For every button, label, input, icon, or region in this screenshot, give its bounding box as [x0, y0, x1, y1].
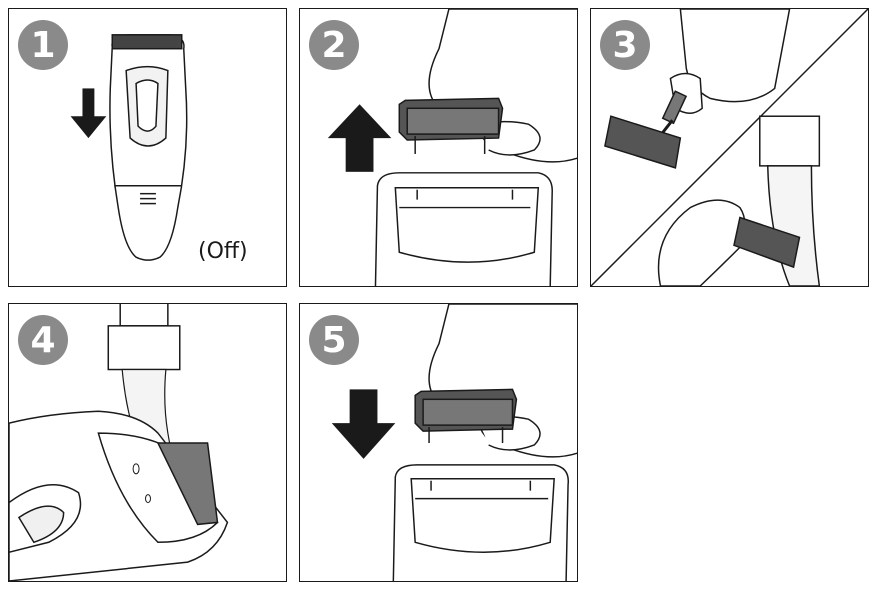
step-number-badge: 2 — [309, 20, 359, 70]
cutting-head-bottom — [733, 216, 801, 269]
brush-hand-top — [669, 9, 791, 114]
step-5-panel: 5 — [299, 303, 578, 582]
shaver-body — [392, 464, 570, 581]
step-number-badge: 1 — [18, 20, 68, 70]
replace-head-illustration — [331, 304, 577, 581]
step-3-panel: 3 — [590, 8, 869, 287]
water-drops — [132, 463, 151, 504]
down-arrow-icon — [70, 88, 107, 139]
brush-and-rinse-illustration — [591, 9, 868, 286]
step-number-badge: 5 — [309, 315, 359, 365]
cutting-head-top — [604, 115, 682, 169]
rinse-shaver-illustration — [9, 304, 229, 581]
rinse-hand-bottom — [657, 199, 746, 286]
remove-head-illustration — [327, 9, 577, 286]
step-2-panel: 2 — [299, 8, 578, 287]
cutting-head — [398, 97, 504, 154]
step-number-badge: 4 — [18, 315, 68, 365]
down-arrow-icon — [331, 389, 396, 459]
tap — [107, 304, 181, 371]
cutting-head — [414, 388, 518, 443]
up-arrow-icon — [327, 104, 392, 172]
shaver-body — [9, 410, 229, 581]
shaver-off-illustration — [70, 34, 188, 261]
shaver-body — [109, 34, 188, 261]
shaver-body — [374, 172, 553, 286]
step-1-panel: 1 (Off) — [8, 8, 287, 287]
step-number-badge: 3 — [600, 20, 650, 70]
off-label: (Off) — [198, 239, 248, 264]
step-4-panel: 4 — [8, 303, 287, 582]
